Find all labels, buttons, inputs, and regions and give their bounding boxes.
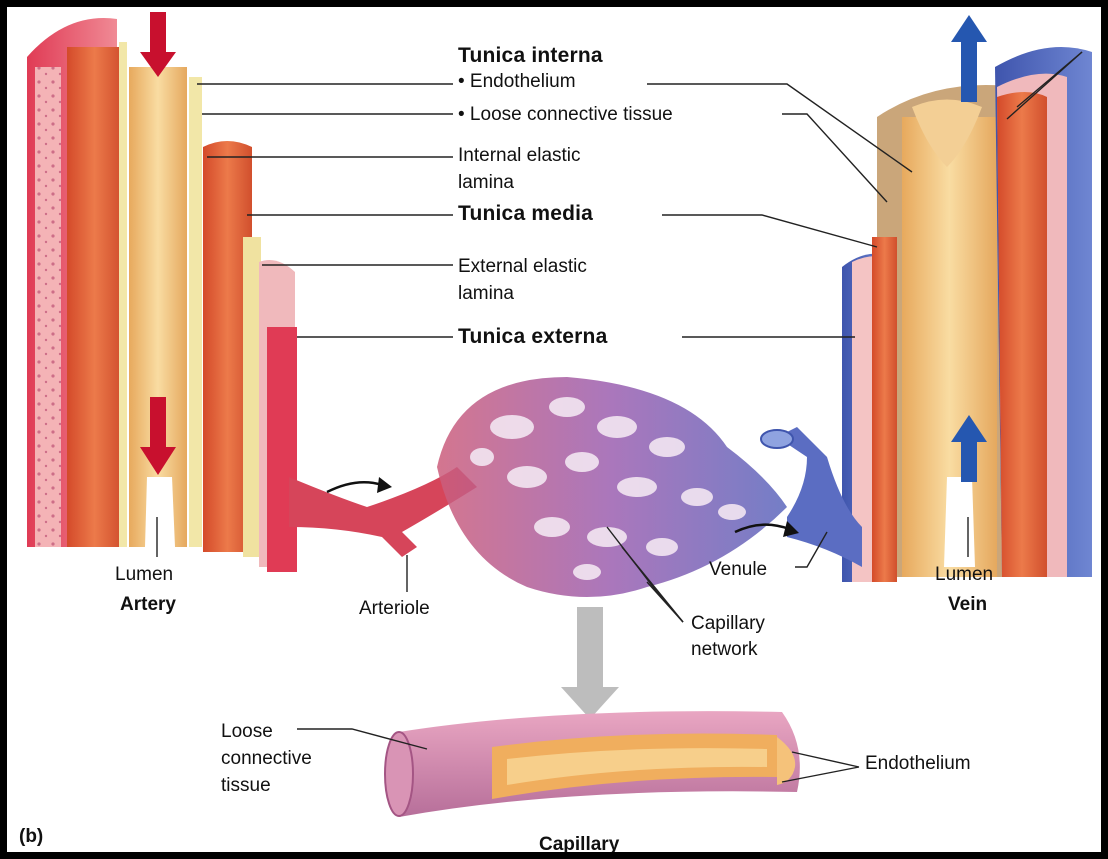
label-venule: Venule [709, 558, 767, 581]
label-arteriole: Arteriole [359, 597, 430, 620]
label-loose-connective-bottom-3: tissue [221, 774, 271, 797]
label-tunica-interna: Tunica interna [458, 44, 603, 67]
label-loose-connective-bottom-2: connective [221, 747, 312, 770]
magnify-arrow-icon [561, 607, 619, 719]
label-lumen-artery: Lumen [115, 563, 173, 586]
artery-external-elastic [243, 237, 261, 557]
label-endothelium-top: • Endothelium [458, 70, 576, 93]
panel-tag: (b) [19, 825, 43, 848]
capillary-illustration [385, 711, 800, 817]
label-loose-connective-bottom-1: Loose [221, 720, 273, 743]
label-external-elastic-2: lamina [458, 282, 514, 305]
label-tunica-media: Tunica media [458, 202, 593, 225]
artery-internal-elastic [119, 42, 127, 547]
label-capillary-network-1: Capillary [691, 612, 765, 635]
artery-illustration [27, 18, 297, 572]
label-lumen-vein: Lumen [935, 563, 993, 586]
label-tunica-externa: Tunica externa [458, 325, 607, 348]
label-capillary-network-2: network [691, 638, 758, 661]
capillary-bed [289, 377, 862, 597]
vein-tunica-media [872, 237, 897, 582]
label-loose-connective-top: • Loose connective tissue [458, 103, 673, 126]
label-internal-elastic-1: Internal elastic [458, 144, 581, 167]
arrow-up-icon [951, 15, 987, 42]
blood-vessel-illustration [7, 7, 1101, 852]
label-artery: Artery [120, 593, 176, 616]
label-vein: Vein [948, 593, 987, 616]
vein-illustration [842, 47, 1092, 582]
label-external-elastic-1: External elastic [458, 255, 587, 278]
label-internal-elastic-2: lamina [458, 171, 514, 194]
artery-tunica-media [67, 47, 122, 547]
label-endothelium-bottom: Endothelium [865, 752, 971, 775]
label-capillary: Capillary [539, 833, 619, 856]
